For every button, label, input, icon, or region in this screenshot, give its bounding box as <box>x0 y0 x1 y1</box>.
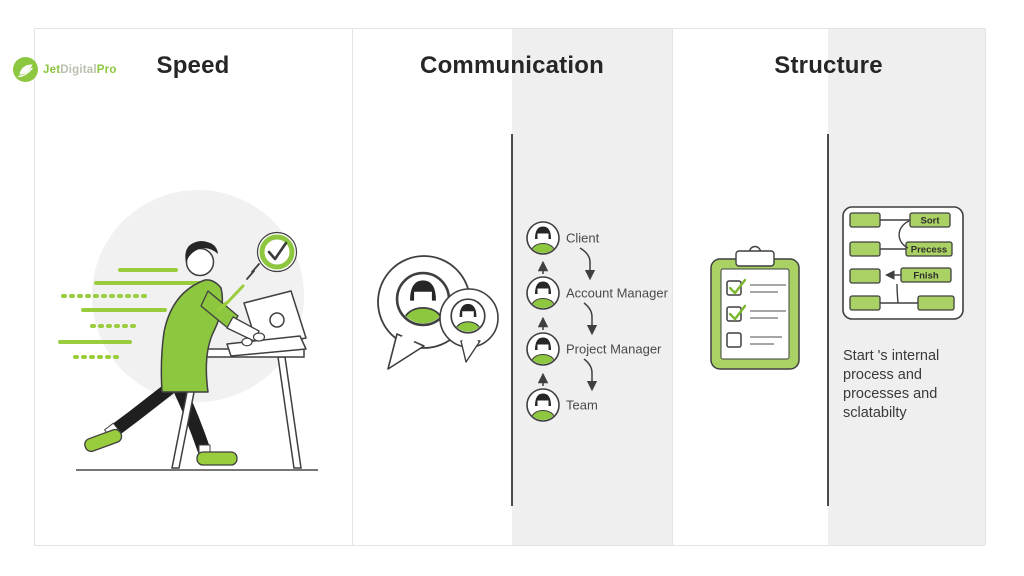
structure-caption: Start 's internal process and processes … <box>843 347 983 423</box>
dark-rule-structure <box>827 134 829 506</box>
brand-name-digital: Digital <box>60 63 97 76</box>
clipboard-checklist <box>710 245 800 370</box>
hierarchy-chain: Client Account Manager Project Manager T… <box>527 222 669 427</box>
illustration-structure: Sort Precess Fnish <box>710 206 964 370</box>
flow-label-sort: Sort <box>921 216 941 227</box>
column-divider-2 <box>672 28 673 545</box>
down-arrow <box>583 358 598 392</box>
illustration-communication: Client Account Manager Project Manager T… <box>377 28 669 545</box>
chain-label-client: Client <box>566 231 600 246</box>
caption-line: process and <box>843 367 922 383</box>
frame-left <box>34 28 35 545</box>
frame-right <box>985 28 986 545</box>
column-title-communication: Communication <box>420 52 604 79</box>
frame-top <box>34 28 985 29</box>
leaf-icon <box>13 57 38 82</box>
chain-label-project-manager: Project Manager <box>566 342 662 357</box>
chain-node-account-manager: Account Manager <box>527 277 669 315</box>
column-title-speed: Speed <box>156 52 230 79</box>
person-arm <box>226 316 266 347</box>
illustration-speed <box>58 190 318 471</box>
frame-bottom <box>34 545 985 546</box>
flow-label-process: Precess <box>911 245 947 256</box>
check-icon <box>728 278 747 295</box>
down-arrow <box>579 247 596 281</box>
down-arrow <box>583 302 598 336</box>
chain-node-project-manager: Project Manager <box>527 333 662 371</box>
brand-name: JetDigitalPro <box>43 64 117 76</box>
avatar-icon <box>527 277 559 315</box>
checkmark-badge <box>256 231 298 273</box>
avatar-icon <box>527 389 559 427</box>
flow-label-finish: Fnish <box>913 271 939 282</box>
column-divider-1 <box>352 28 353 545</box>
caption-line: Start 's internal <box>843 348 940 364</box>
flowchart-panel: Sort Precess Fnish <box>842 206 964 320</box>
brand-name-pro: Pro <box>96 63 117 76</box>
caption-line: processes and <box>843 386 938 402</box>
chain-node-team: Team <box>527 389 598 427</box>
brand-logo: JetDigitalPro <box>12 56 117 83</box>
dark-rule-communication <box>511 134 513 506</box>
avatar-icon <box>527 222 559 260</box>
speed-lines <box>58 268 215 359</box>
chain-label-team: Team <box>566 398 598 413</box>
flash-lines <box>216 263 260 312</box>
chain-label-account-manager: Account Manager <box>566 286 669 301</box>
chain-node-client: Client <box>527 222 600 260</box>
person-legs <box>84 381 238 466</box>
column-title-structure: Structure <box>774 52 883 79</box>
speech-bubbles <box>377 255 499 370</box>
avatar-icon <box>527 333 559 371</box>
check-icon <box>728 304 747 321</box>
brand-name-jet: Jet <box>43 63 61 76</box>
caption-line: sclatabilty <box>843 405 907 421</box>
